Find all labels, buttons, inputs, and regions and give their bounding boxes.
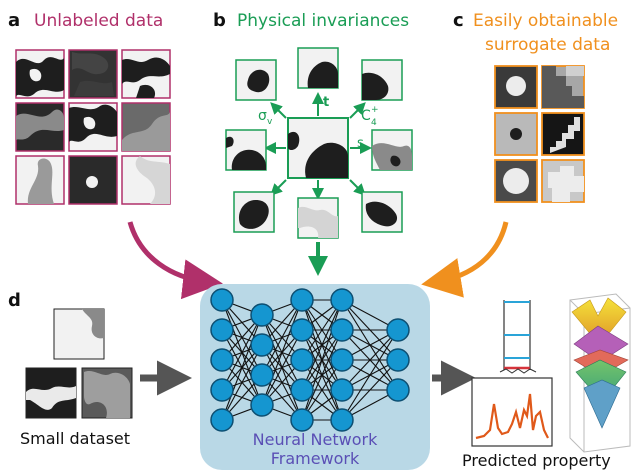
panel-a-letter: a (8, 10, 20, 31)
panel-c-letter: c (453, 10, 464, 31)
invariance-tile-top (297, 47, 339, 89)
surrogate-data-grid (494, 65, 585, 203)
panel-b-letter: b (213, 10, 226, 31)
nn-node (386, 318, 410, 342)
label-scaling: s (357, 136, 364, 151)
nn-connection (301, 329, 343, 421)
nn-connection (341, 329, 399, 421)
arrow-upright-rotation (349, 102, 366, 119)
nn-node (250, 333, 274, 357)
nn-connection (301, 359, 343, 421)
nn-node (330, 318, 354, 342)
small-dataset: Small dataset (20, 308, 133, 448)
surrogate-tile (494, 112, 538, 156)
invariance-tile-topright (361, 59, 403, 101)
label-rotation-c: C (361, 108, 371, 124)
nn-node (290, 348, 314, 372)
unlabeled-tile (15, 49, 65, 99)
spectrum-curve (475, 393, 549, 440)
surrogate-tile (494, 65, 538, 109)
invariance-tile-bottom (297, 197, 339, 239)
arrow-unlabeled-to-nn (127, 221, 223, 300)
unlabeled-tile (68, 49, 118, 99)
invariance-center-tile (287, 117, 349, 179)
unlabeled-tile (121, 49, 171, 99)
invariance-tile-right (371, 129, 413, 171)
nn-connection (301, 299, 343, 361)
panel-a-title: Unlabeled data (34, 11, 163, 31)
surrogate-tile (541, 65, 585, 109)
nn-connection (301, 299, 343, 391)
nn-node (210, 408, 234, 432)
label-reflection-sub: v (267, 117, 273, 127)
nn-node (290, 408, 314, 432)
panel-d-letter: d (8, 290, 21, 311)
nn-node (290, 378, 314, 402)
small-dataset-tile (25, 367, 77, 419)
arrow-upleft-reflection (270, 102, 287, 119)
nn-connection (301, 299, 343, 421)
nn-label-line1: Neural Network (253, 430, 378, 449)
nn-node (330, 378, 354, 402)
label-rotation-sub: 4 (371, 118, 377, 128)
nn-node (250, 363, 274, 387)
neural-network-nodes (210, 288, 410, 432)
nn-node (290, 318, 314, 342)
unlabeled-tile (68, 102, 118, 152)
nn-node (210, 348, 234, 372)
surrogate-tile (541, 159, 585, 203)
label-rotation-sup: + (371, 105, 379, 115)
small-dataset-tile (53, 308, 105, 360)
nn-connection (221, 314, 263, 421)
panel-b-title: Physical invariances (237, 11, 409, 31)
nn-node (330, 408, 354, 432)
nn-node (210, 318, 234, 342)
nn-connection (221, 344, 263, 421)
arrow-surrogate-to-nn (421, 221, 509, 298)
surrogate-tile (494, 159, 538, 203)
invariance-tile-left (225, 129, 267, 171)
invariance-tile-topleft (235, 59, 277, 101)
invariance-diagram: σ v t C + 4 s (225, 47, 413, 239)
panel-c-title-line2: surrogate data (485, 35, 610, 55)
label-reflection-sigma: σ (258, 108, 267, 124)
neural-network: Neural Network Framework (200, 284, 430, 470)
arrow-downleft (270, 179, 287, 196)
nn-node (250, 303, 274, 327)
nn-connection (341, 359, 399, 421)
nn-node (386, 378, 410, 402)
small-dataset-tile (81, 367, 133, 419)
invariance-tile-bottomleft (233, 191, 275, 233)
spectrum-inset (471, 377, 553, 447)
dispersion-surface-inset (569, 293, 631, 453)
nn-node (290, 288, 314, 312)
nn-connection (221, 314, 263, 391)
nn-connection (261, 299, 303, 406)
nn-node (210, 378, 234, 402)
unlabeled-tile (68, 155, 118, 205)
small-dataset-label: Small dataset (20, 429, 130, 448)
nn-node (386, 348, 410, 372)
band-structure-inset (499, 300, 537, 374)
nn-node (330, 288, 354, 312)
surrogate-tile (541, 112, 585, 156)
unlabeled-data-grid (15, 49, 171, 205)
nn-connection (261, 299, 303, 376)
arrow-downright (349, 179, 366, 196)
panel-c-title-line1: Easily obtainable (473, 11, 618, 31)
nn-node (210, 288, 234, 312)
nn-node (250, 393, 274, 417)
unlabeled-tile (15, 102, 65, 152)
unlabeled-tile (121, 155, 171, 205)
nn-label-line2: Framework (271, 449, 360, 468)
nn-connection (261, 329, 303, 406)
unlabeled-tile (121, 102, 171, 152)
nn-node (330, 348, 354, 372)
label-translation: t (323, 95, 329, 110)
unlabeled-tile (15, 155, 65, 205)
predicted-property-label: Predicted property (462, 451, 611, 470)
invariance-tile-bottomright (361, 191, 403, 233)
nn-connection (341, 329, 399, 391)
